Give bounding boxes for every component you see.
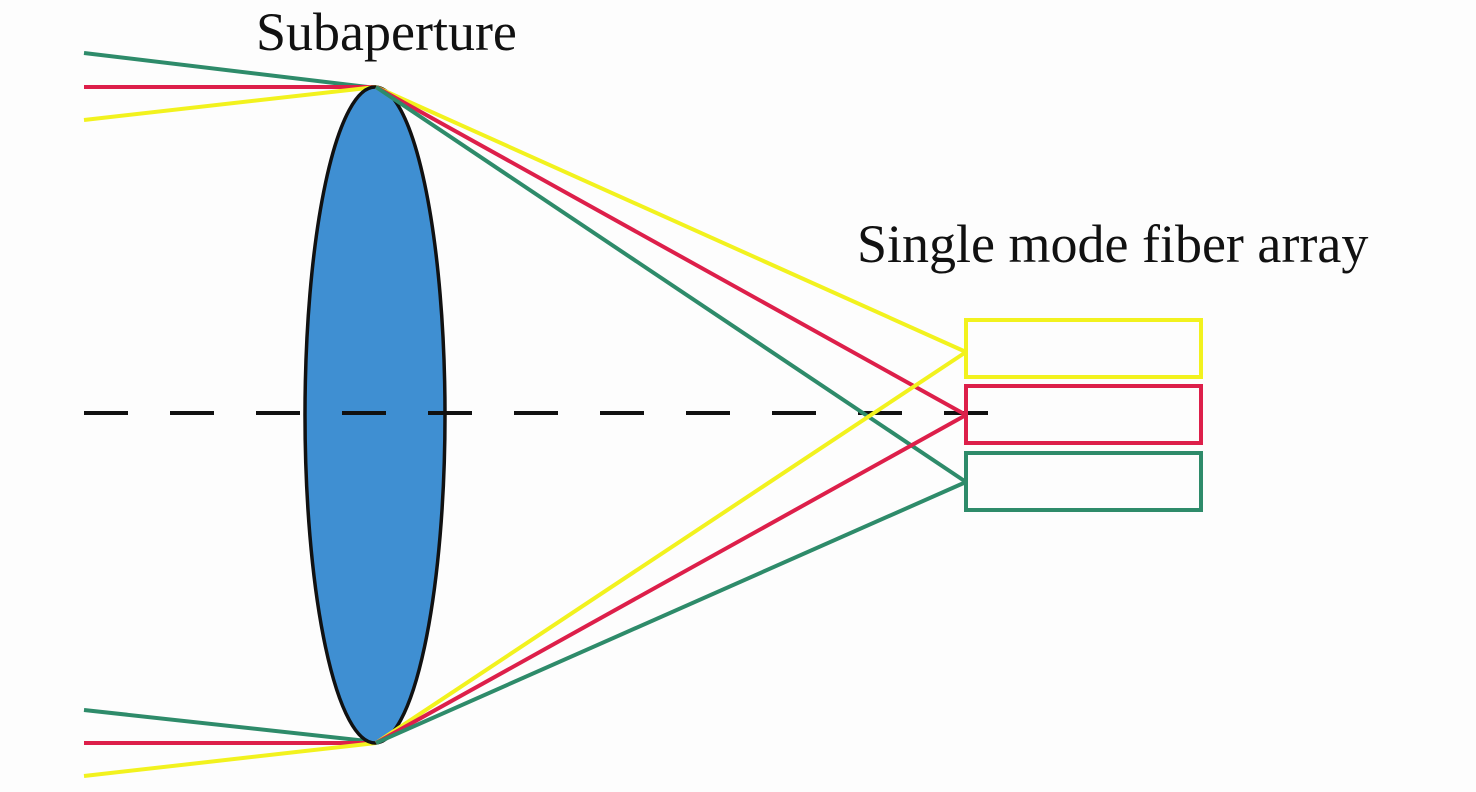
fiber-red [964,384,1203,445]
fiber-green [964,451,1203,512]
incoming-ray-bottom-green [83,708,377,744]
converging-ray-bottom-yellow [374,350,968,745]
converging-rays [374,85,968,745]
incoming-ray-top-green [83,51,377,90]
converging-ray-bottom-green [375,480,967,745]
incoming-ray-bottom-yellow [83,741,377,778]
fiber-array-label: Single mode fiber array [857,214,1368,274]
converging-ray-bottom-red [375,413,967,745]
incoming-rays-bottom [83,708,377,778]
lens-label: Subaperture [256,2,517,62]
incoming-ray-top-yellow [83,85,377,122]
converging-ray-top-red [375,85,967,417]
converging-ray-top-green [374,85,968,484]
fiber-yellow [964,318,1203,379]
converging-ray-top-yellow [375,85,967,354]
fiber-array [964,318,1203,512]
incoming-rays-top [83,51,377,122]
